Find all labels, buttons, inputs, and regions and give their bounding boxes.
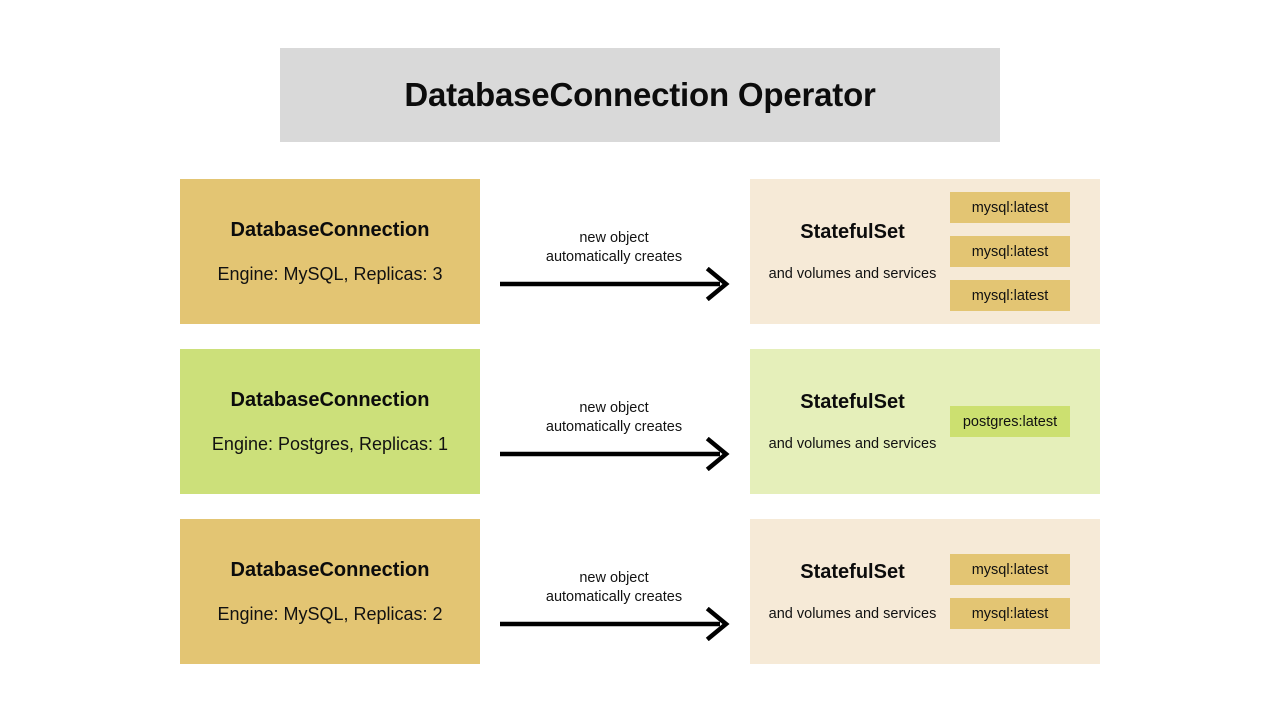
title-banner: DatabaseConnection Operator: [280, 48, 1000, 142]
pod-list: postgres:latest: [950, 349, 1070, 494]
statefulset-subtitle: and volumes and services: [768, 435, 937, 452]
databaseconnection-title: DatabaseConnection: [230, 559, 430, 581]
creates-arrow: new object automatically creates: [498, 349, 730, 494]
databaseconnection-spec: Engine: MySQL, Replicas: 3: [217, 264, 443, 284]
arrow-right-icon: [500, 607, 730, 641]
databaseconnection-title: DatabaseConnection: [230, 219, 430, 241]
arrow-label-line2: automatically creates: [545, 589, 683, 605]
pod-list: mysql:latest mysql:latest mysql:latest: [950, 179, 1070, 324]
pod-item[interactable]: mysql:latest: [950, 236, 1070, 267]
pod-item[interactable]: mysql:latest: [950, 598, 1070, 629]
databaseconnection-box[interactable]: DatabaseConnection Engine: Postgres, Rep…: [180, 349, 480, 494]
statefulset-title: StatefulSet: [800, 390, 905, 413]
arrow-label-line2: automatically creates: [545, 419, 683, 435]
pod-item[interactable]: postgres:latest: [950, 406, 1070, 437]
databaseconnection-title: DatabaseConnection: [230, 389, 430, 411]
operator-row: DatabaseConnection Engine: MySQL, Replic…: [0, 179, 1280, 324]
statefulset-subtitle: and volumes and services: [768, 605, 937, 622]
arrow-right-icon: [500, 267, 730, 301]
pod-list: mysql:latest mysql:latest: [950, 519, 1070, 664]
statefulset-title: StatefulSet: [800, 220, 905, 243]
arrow-label: new object automatically creates: [498, 229, 730, 267]
pod-item[interactable]: mysql:latest: [950, 554, 1070, 585]
databaseconnection-box[interactable]: DatabaseConnection Engine: MySQL, Replic…: [180, 179, 480, 324]
statefulset-panel[interactable]: StatefulSet and volumes and services pos…: [750, 349, 1100, 494]
arrow-label-line2: automatically creates: [545, 249, 683, 265]
arrow-label: new object automatically creates: [498, 569, 730, 607]
page-title: DatabaseConnection Operator: [404, 76, 876, 113]
arrow-label-line1: new object: [579, 400, 649, 416]
statefulset-subtitle: and volumes and services: [768, 265, 937, 282]
statefulset-textblock: StatefulSet and volumes and services: [750, 349, 955, 494]
pod-item[interactable]: mysql:latest: [950, 192, 1070, 223]
arrow-label: new object automatically creates: [498, 399, 730, 437]
arrow-label-line1: new object: [579, 570, 649, 586]
statefulset-panel[interactable]: StatefulSet and volumes and services mys…: [750, 519, 1100, 664]
databaseconnection-spec: Engine: MySQL, Replicas: 2: [217, 604, 443, 624]
pod-item[interactable]: mysql:latest: [950, 280, 1070, 311]
statefulset-panel[interactable]: StatefulSet and volumes and services mys…: [750, 179, 1100, 324]
creates-arrow: new object automatically creates: [498, 179, 730, 324]
creates-arrow: new object automatically creates: [498, 519, 730, 664]
operator-row: DatabaseConnection Engine: MySQL, Replic…: [0, 519, 1280, 664]
statefulset-title: StatefulSet: [800, 560, 905, 583]
statefulset-textblock: StatefulSet and volumes and services: [750, 179, 955, 324]
arrow-label-line1: new object: [579, 230, 649, 246]
databaseconnection-box[interactable]: DatabaseConnection Engine: MySQL, Replic…: [180, 519, 480, 664]
statefulset-textblock: StatefulSet and volumes and services: [750, 519, 955, 664]
databaseconnection-spec: Engine: Postgres, Replicas: 1: [211, 434, 449, 454]
operator-row: DatabaseConnection Engine: Postgres, Rep…: [0, 349, 1280, 494]
arrow-right-icon: [500, 437, 730, 471]
